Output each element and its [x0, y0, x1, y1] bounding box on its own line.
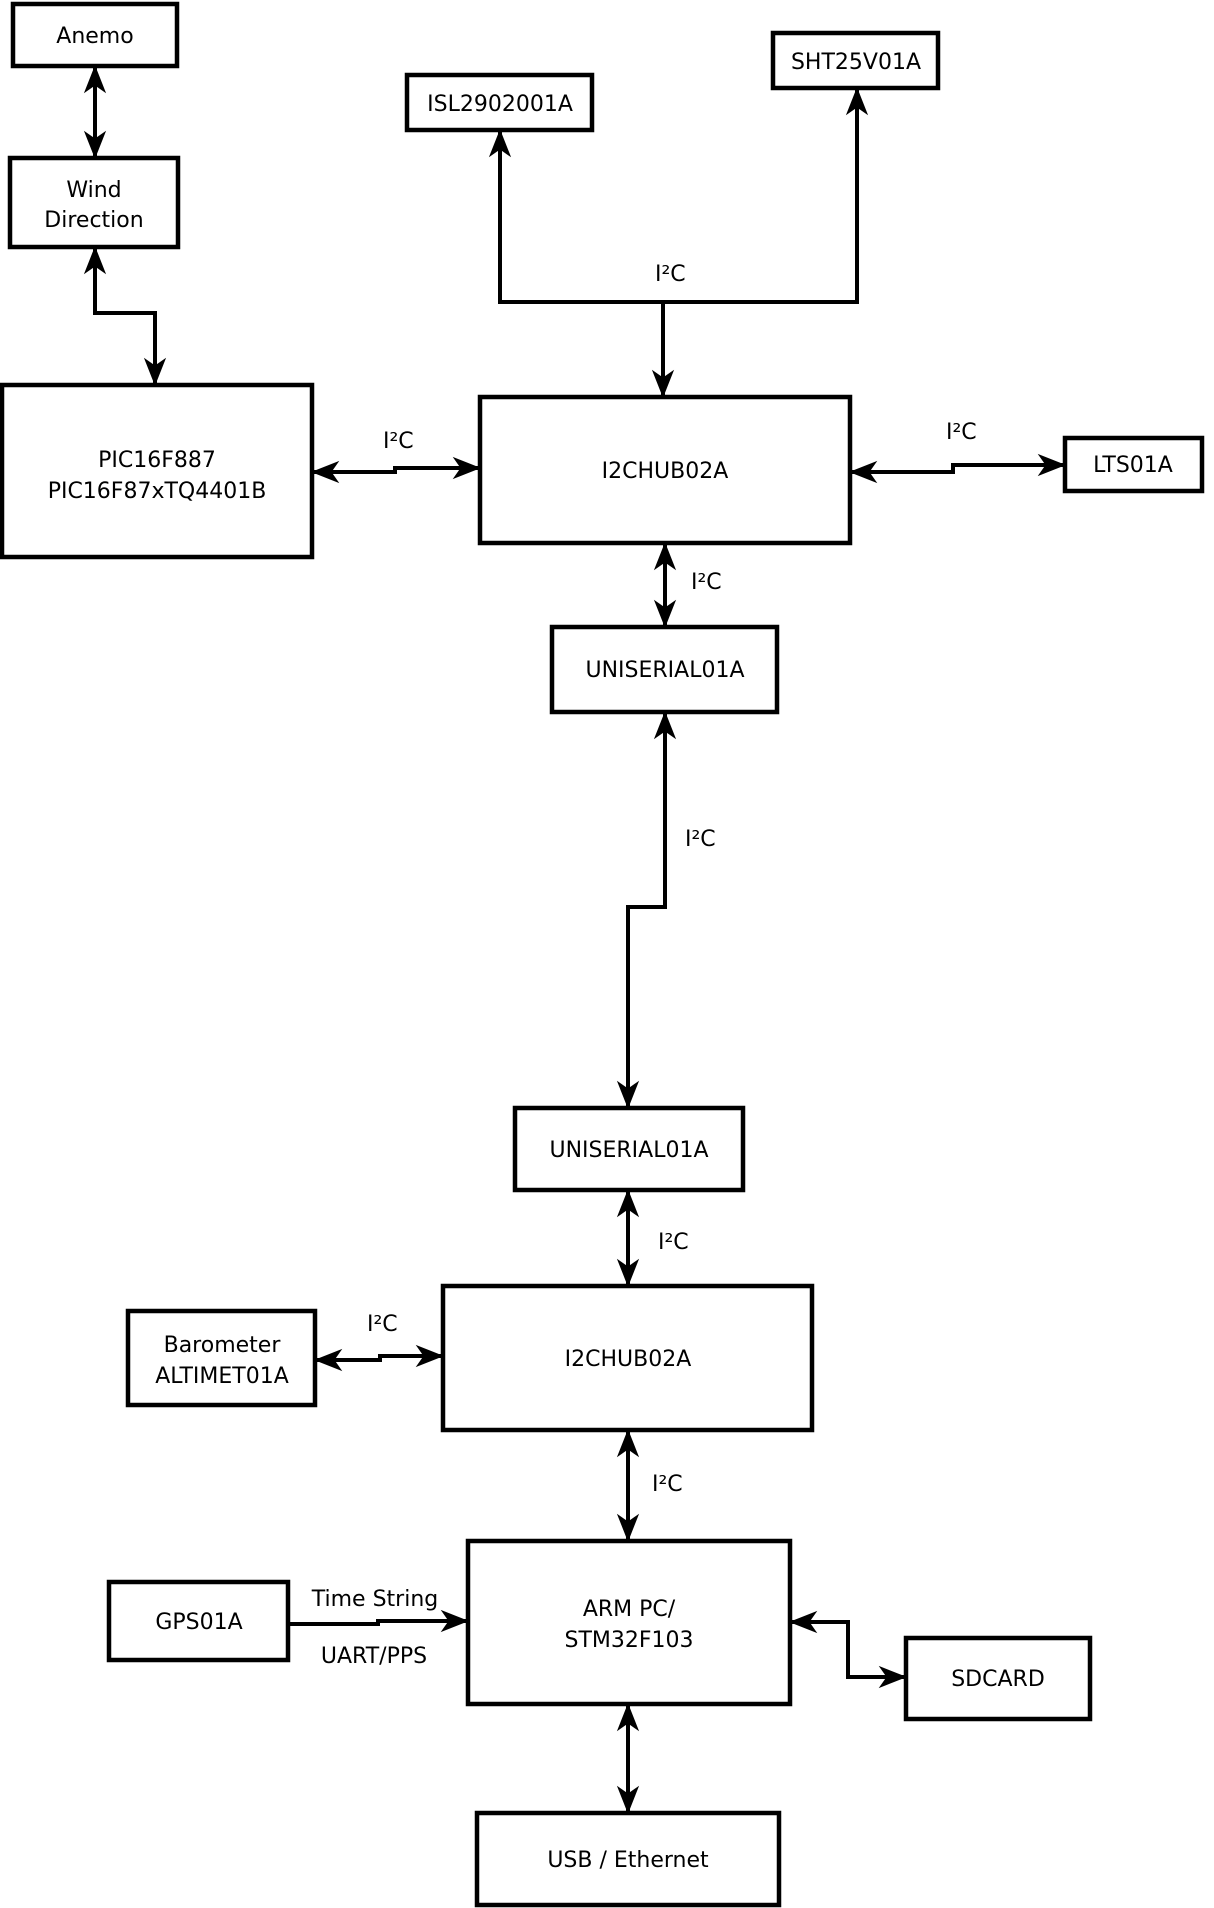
node-sdcard-label: SDCARD [951, 1667, 1045, 1692]
bus-label-hub-uniserial: I²C [691, 570, 722, 595]
node-lts01a-box [1062, 435, 1205, 494]
edge-barometer-hubbottom [314, 1344, 444, 1372]
node-sht25v01a-label: SHT25V01A [791, 50, 921, 75]
node-anemo-box [10, 1, 180, 69]
node-pic16f887-box [0, 382, 315, 560]
edge-uniserialtop-uniserialbottom [616, 711, 677, 1109]
node-usb-ethernet-label: USB / Ethernet [547, 1848, 709, 1873]
node-wind-direction: Wind Direction [7, 155, 181, 250]
node-arm-pc-label-line2: STM32F103 [564, 1628, 693, 1653]
edge-pic-hubtop [311, 456, 481, 484]
bus-label-pic-hub: I²C [383, 429, 414, 454]
node-uniserial01a-bottom-box [512, 1105, 746, 1193]
node-pic16f887-label-line1: PIC16F887 [98, 448, 216, 473]
node-uniserial01a-bottom-label: UNISERIAL01A [549, 1138, 708, 1163]
bus-label-baro-hub: I²C [367, 1312, 398, 1337]
node-sdcard: SDCARD [903, 1635, 1093, 1722]
node-wind-direction-label-line2: Direction [44, 208, 143, 233]
node-uniserial01a-top: UNISERIAL01A [549, 624, 780, 715]
node-barometer-label-line2: ALTIMET01A [155, 1364, 289, 1389]
node-uniserial01a-bottom: UNISERIAL01A [512, 1105, 746, 1193]
node-sdcard-box [903, 1635, 1093, 1722]
node-arm-pc-label-line1: ARM PC/ [583, 1597, 676, 1622]
node-arm-pc-box [465, 1538, 793, 1707]
node-arm-pc: ARM PC/ STM32F103 [465, 1538, 793, 1707]
node-anemo: Anemo [10, 1, 180, 69]
node-barometer-label-line1: Barometer [164, 1333, 282, 1358]
node-uniserial01a-top-box [549, 624, 780, 715]
node-usb-ethernet-box [474, 1810, 782, 1908]
node-pic16f887: PIC16F887 PIC16F87xTQ4401B [0, 382, 315, 560]
node-isl2902001a-box [404, 72, 595, 133]
node-isl2902001a: ISL2902001A [404, 72, 595, 133]
node-uniserial01a-top-label: UNISERIAL01A [585, 658, 744, 683]
edge-gps-arm [288, 1609, 469, 1633]
gps-link-label-top: Time String [311, 1587, 439, 1612]
edge-wind-pic [83, 246, 167, 386]
bus-label-uni-hubbottom: I²C [658, 1230, 689, 1255]
node-sht25v01a-box [770, 30, 941, 91]
bus-label-top: I²C [655, 262, 686, 287]
edges [83, 65, 1066, 1814]
node-gps01a-label: GPS01A [155, 1610, 242, 1635]
edge-hubtop-lts [849, 453, 1066, 484]
node-i2chub02a-top-box [477, 394, 853, 546]
node-wind-direction-label-line1: Wind [66, 178, 121, 203]
edge-bus-isl-sht [488, 87, 869, 304]
node-anemo-label: Anemo [56, 24, 133, 49]
node-i2chub02a-bottom-label: I2CHUB02A [565, 1347, 692, 1372]
gps-link-label-bottom: UART/PPS [321, 1644, 427, 1669]
bus-label-hub-lts: I²C [946, 420, 977, 445]
node-i2chub02a-top: I2CHUB02A [477, 394, 853, 546]
node-i2chub02a-bottom-box [440, 1283, 815, 1433]
edge-labels: I²C I²C I²C I²C I²C I²C I²C I²C Time Str… [311, 262, 977, 1669]
node-lts01a-label: LTS01A [1093, 453, 1173, 478]
node-i2chub02a-bottom: I2CHUB02A [440, 1283, 815, 1433]
bus-label-hub-arm: I²C [652, 1472, 683, 1497]
node-wind-direction-box [7, 155, 181, 250]
node-barometer-altimet01a: Barometer ALTIMET01A [125, 1308, 318, 1408]
node-usb-ethernet: USB / Ethernet [474, 1810, 782, 1908]
node-sht25v01a: SHT25V01A [770, 30, 941, 91]
node-barometer-altimet01a-box [125, 1308, 318, 1408]
node-gps01a: GPS01A [106, 1579, 291, 1663]
edge-arm-sdcard [789, 1610, 907, 1689]
node-gps01a-box [106, 1579, 291, 1663]
node-isl2902001a-label: ISL2902001A [427, 92, 573, 117]
node-pic16f887-label-line2: PIC16F87xTQ4401B [48, 479, 267, 504]
node-lts01a: LTS01A [1062, 435, 1205, 494]
node-i2chub02a-top-label: I2CHUB02A [602, 459, 729, 484]
bus-label-uni-uni: I²C [685, 827, 716, 852]
